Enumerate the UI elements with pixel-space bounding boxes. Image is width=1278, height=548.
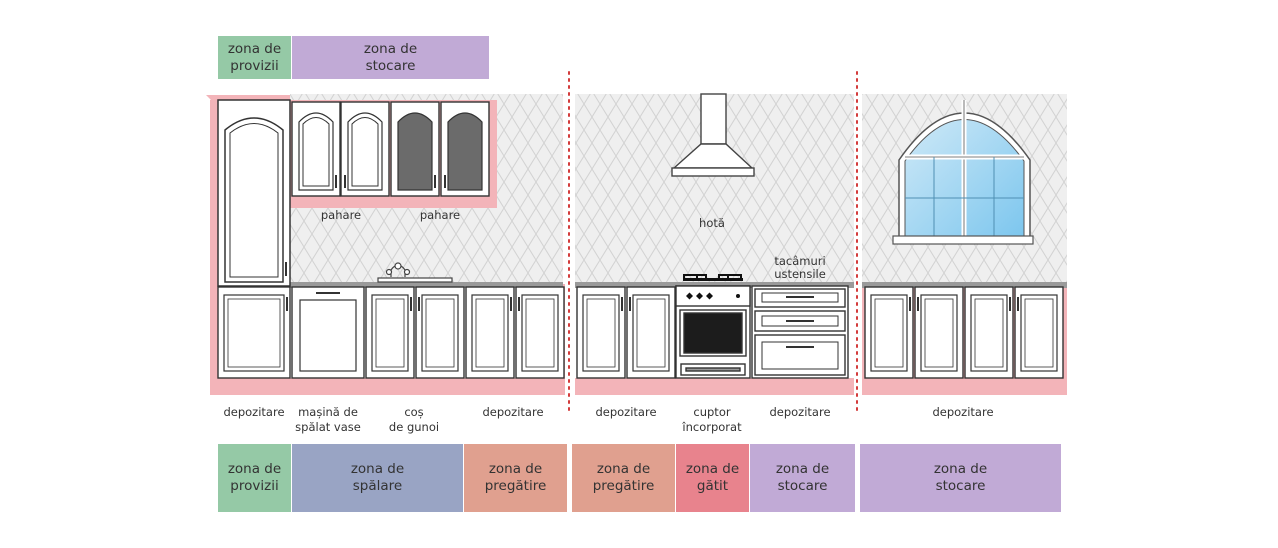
bottom-zone-gatit: zona de gătit: [676, 444, 749, 512]
base-cabinet-door: [626, 286, 676, 379]
base-cabinet-door: [291, 286, 365, 379]
oven: [675, 274, 751, 379]
arched-window: [892, 100, 1034, 245]
drawer-unit: [751, 285, 849, 379]
base-cabinet-door: [365, 286, 415, 379]
base-cabinet-door: [217, 286, 291, 379]
bottom-zone-provizii: zona de provizii: [218, 444, 291, 512]
countertop-right: [862, 282, 1067, 288]
base-cabinet-door: [515, 286, 565, 379]
base-cabinet-door: [1014, 286, 1064, 379]
label-masina-spalat-vase: mașină de spălat vase: [295, 405, 361, 434]
wall-cabinets: [291, 101, 490, 197]
base-cabinets: [217, 286, 1064, 379]
range-hood: [671, 93, 755, 177]
base-cabinet-door: [465, 286, 515, 379]
label-depozitare-middle: depozitare: [595, 405, 657, 419]
base-cabinet-door: [415, 286, 465, 379]
label-hota: hotă: [699, 216, 725, 230]
base-cabinet-door: [864, 286, 914, 379]
base-cabinet-door: [964, 286, 1014, 379]
label-depozitare-drawers: depozitare: [769, 405, 831, 419]
countertop-middle: [575, 282, 854, 288]
label-pahare-1: pahare: [320, 208, 362, 222]
wall-cabinet-door: [390, 101, 440, 197]
bottom-zone-spalare: zona de spălare: [292, 444, 463, 512]
top-zone-stocare: zona de stocare: [292, 36, 489, 79]
label-cuptor-incorporat: cuptor încorporat: [682, 405, 742, 434]
bottom-zone-pregatire-middle: zona de pregătire: [572, 444, 675, 512]
label-depozitare-left: depozitare: [482, 405, 544, 419]
bottom-zone-pregatire-left: zona de pregătire: [464, 444, 567, 512]
label-tacamuri-ustensile: tacâmuri ustensile: [774, 254, 826, 281]
wall-cabinet-door: [340, 101, 390, 197]
bottom-zone-stocare-middle: zona de stocare: [750, 444, 855, 512]
pantry-cabinet: [217, 99, 291, 287]
label-depozitare-right: depozitare: [932, 405, 994, 419]
wall-cabinet-door: [440, 101, 490, 197]
label-depozitare-pantry: depozitare: [223, 405, 285, 419]
wall-cabinet-door: [291, 101, 341, 197]
zone-dividers: [568, 71, 858, 411]
countertop-left: [290, 282, 563, 288]
sink-faucet: [377, 262, 453, 283]
label-pahare-2: pahare: [419, 208, 461, 222]
base-cabinet-door: [914, 286, 964, 379]
bottom-zone-stocare-right: zona de stocare: [860, 444, 1061, 512]
top-zone-provizii: zona de provizii: [218, 36, 291, 79]
base-cabinet-door: [576, 286, 626, 379]
label-cos-de-gunoi: coș de gunoi: [388, 405, 440, 434]
